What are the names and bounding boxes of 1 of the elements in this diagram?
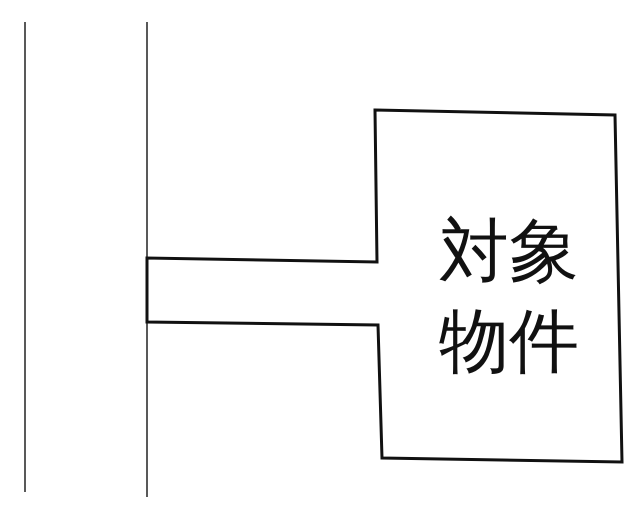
lot-label: 対象物件 xyxy=(438,209,580,384)
